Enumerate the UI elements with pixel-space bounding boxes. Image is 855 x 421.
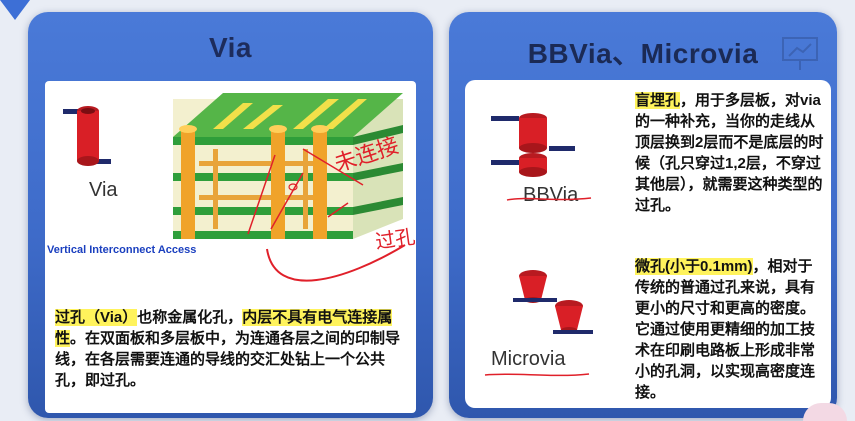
annotation-stroke [266,244,406,282]
bbvia-label: BBVia [523,184,579,206]
presentation-icon [782,37,818,70]
via-description: 过孔（Via）也称金属化孔，内层不具有电气连接属性。在双面板和多层板中，为连通各… [55,309,401,389]
microvia-label: Microvia [491,348,566,370]
microvia-term: 微孔(小于0.1mm) [635,258,753,275]
bbvia-description: 盲埋孔，用于多层板，对via的一种补充，当你的走线从顶层换到2层而不是底层的时候… [635,92,824,214]
bbvia-icon [491,113,575,177]
via-label: Via [89,179,118,201]
via-panel: Via Via [28,12,433,418]
microvia-description: 微孔(小于0.1mm)，相对于传统的普通过孔来说，具有更小的尺寸和更高的密度。它… [635,258,816,401]
microvia-underline [484,373,590,377]
bbvia-microvia-panel: BBVia、Microvia BBVia 盲埋孔，用于多层板，对via的一种补充… [449,12,837,418]
bbvia-underline [506,197,592,201]
bbvia-card: BBVia 盲埋孔，用于多层板，对via的一种补充，当你的走线从顶层换到2层而不… [465,80,831,408]
via-term: 过孔（Via） [55,309,138,326]
via-icon [63,106,111,166]
via-card: Via [45,81,417,413]
corner-badge [0,0,30,20]
bbvia-term: 盲埋孔 [635,92,681,109]
avatar-bubble [803,403,847,421]
via-panel-title: Via [208,32,253,63]
microvia-icon [513,270,593,334]
via-caption: Vertical Interconnect Access [47,244,197,256]
bbvia-panel-title: BBVia、Microvia [527,38,759,69]
pcb-stack-illustration [173,93,403,239]
